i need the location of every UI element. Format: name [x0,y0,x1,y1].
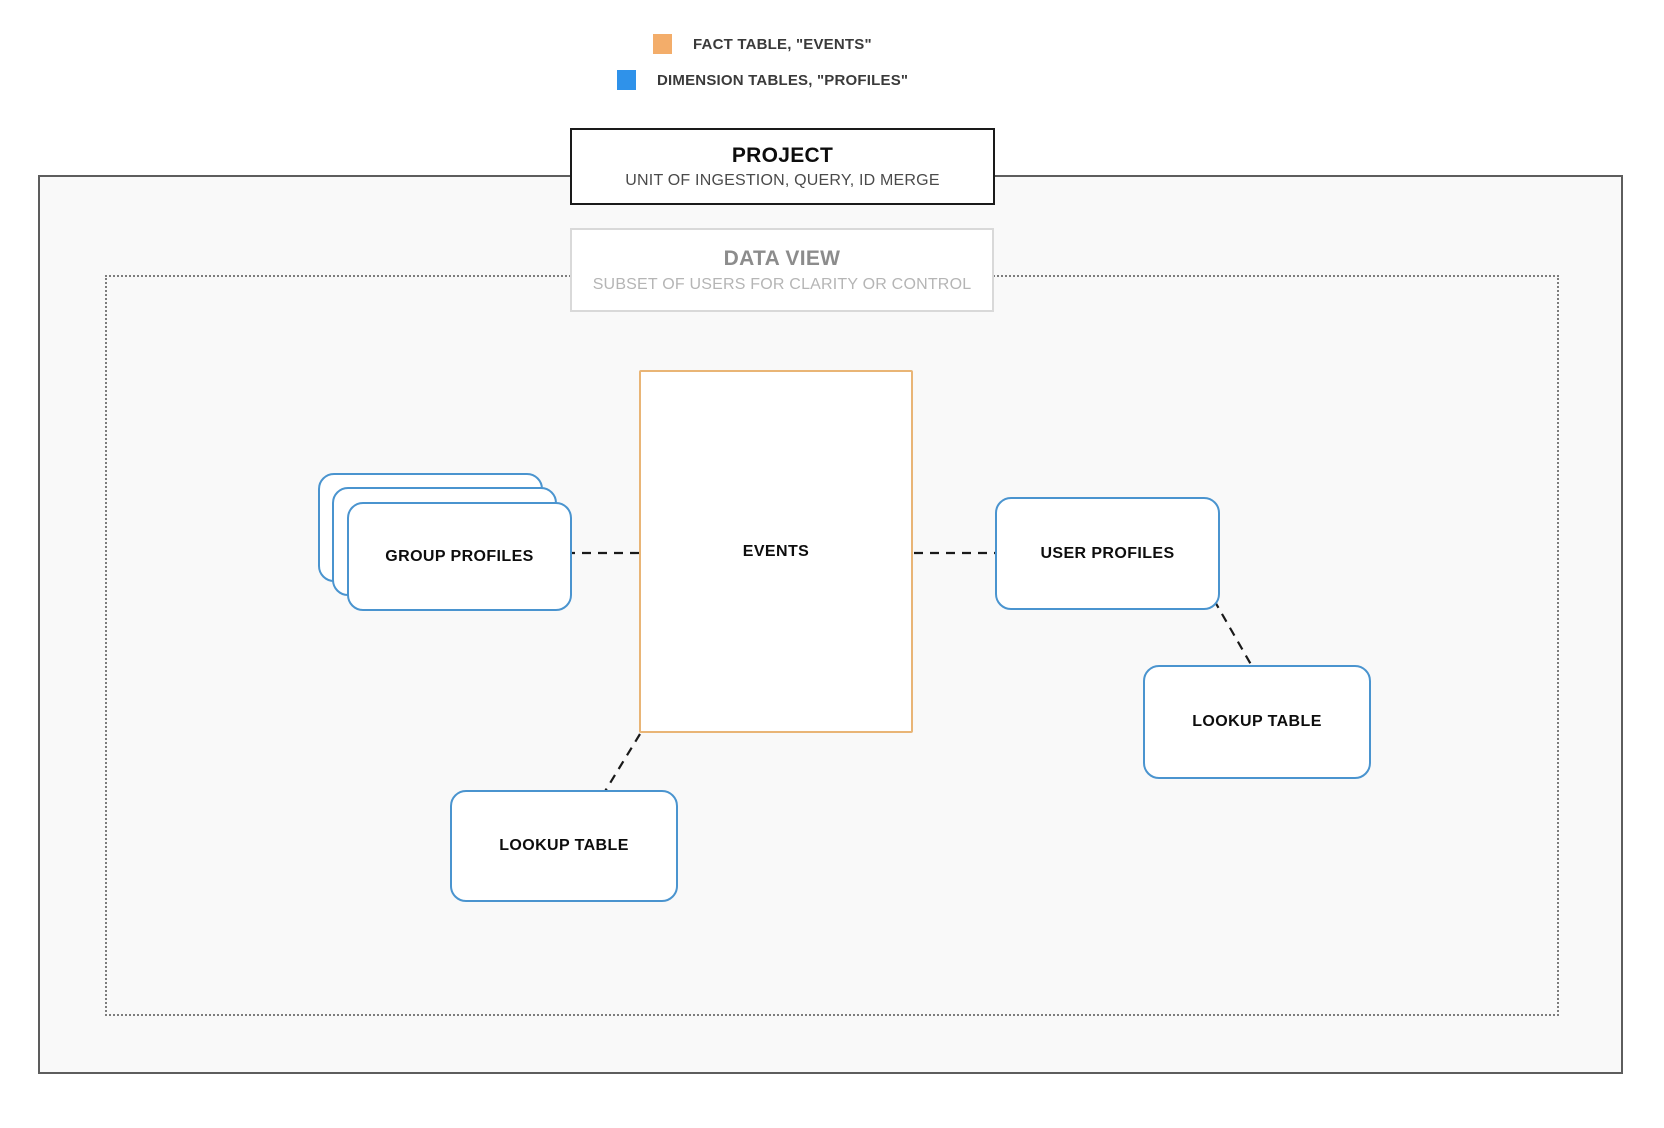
node-lookup-table-left-label: LOOKUP TABLE [499,837,629,854]
data-view-subtitle: SUBSET OF USERS FOR CLARITY OR CONTROL [592,275,972,293]
node-group-profiles-card-front[interactable]: GROUP PROFILES [347,502,572,611]
legend: FACT TABLE, "EVENTS" DIMENSION TABLES, "… [0,30,1664,100]
node-group-profiles[interactable]: GROUP PROFILES [318,473,572,611]
project-title: PROJECT [731,143,834,167]
node-user-profiles[interactable]: USER PROFILES [995,497,1220,610]
project-subtitle: UNIT OF INGESTION, QUERY, ID MERGE [625,171,940,189]
legend-item-fact-table: FACT TABLE, "EVENTS" [653,34,872,54]
square-swatch-icon-fact [653,34,672,54]
legend-label-dimension-tables: DIMENSION TABLES, "PROFILES" [657,71,909,89]
data-view-title: DATA VIEW [723,246,841,270]
node-lookup-table-right-label: LOOKUP TABLE [1192,713,1322,730]
node-group-profiles-label: GROUP PROFILES [385,547,534,565]
legend-item-dimension-tables: DIMENSION TABLES, "PROFILES" [617,70,908,90]
node-events[interactable]: EVENTS [639,370,913,733]
node-lookup-table-left[interactable]: LOOKUP TABLE [450,790,678,902]
legend-label-fact-table: FACT TABLE, "EVENTS" [693,35,872,53]
node-events-label: EVENTS [742,542,810,560]
node-user-profiles-label: USER PROFILES [1040,544,1175,562]
data-view-title-box: DATA VIEW SUBSET OF USERS FOR CLARITY OR… [570,228,994,312]
square-swatch-icon-dimension [617,70,636,90]
node-lookup-table-right[interactable]: LOOKUP TABLE [1143,665,1371,779]
project-title-box: PROJECT UNIT OF INGESTION, QUERY, ID MER… [570,128,995,205]
